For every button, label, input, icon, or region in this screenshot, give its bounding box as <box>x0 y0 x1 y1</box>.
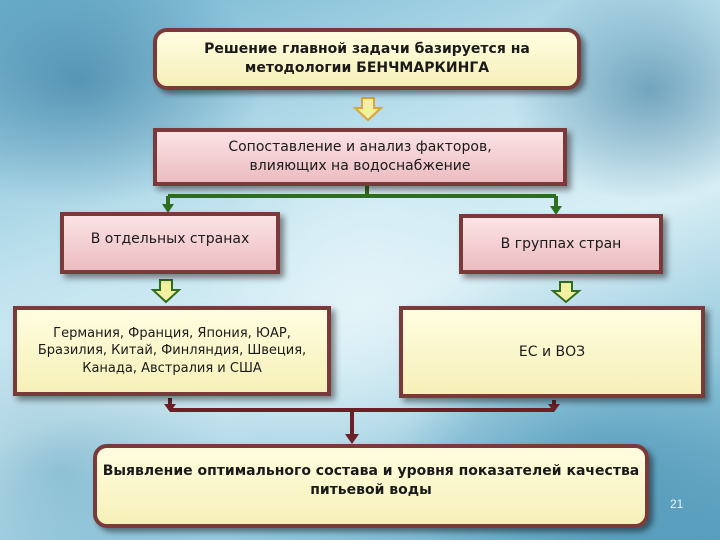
countries-list-text: Германия, Франция, Япония, ЮАР, Бразилия… <box>37 325 307 376</box>
split-arrowhead-left <box>162 204 174 213</box>
individual-countries-text: В отдельных странах <box>90 231 250 247</box>
merge-connector <box>168 398 556 436</box>
merge-arrowhead-left <box>164 404 176 412</box>
comparison-analysis-box: Сопоставление и анализ факторов, влияющи… <box>153 128 567 186</box>
individual-countries-box: В отдельных странах <box>60 212 280 274</box>
split-arrowhead-right <box>550 206 562 215</box>
down-arrow-left <box>150 279 182 304</box>
result-box: Выявление оптимального состава и уровня … <box>93 444 649 528</box>
countries-list-box: Германия, Франция, Япония, ЮАР, Бразилия… <box>13 306 331 396</box>
main-task-text: Решение главной задачи базируется на мет… <box>204 41 530 76</box>
organizations-text: ЕС и ВОЗ <box>518 343 586 360</box>
organizations-box: ЕС и ВОЗ <box>399 306 705 398</box>
merge-arrowhead-right <box>548 404 560 412</box>
result-text: Выявление оптимального состава и уровня … <box>102 463 640 498</box>
country-groups-box: В группах стран <box>459 214 663 274</box>
down-arrow-top <box>352 97 384 122</box>
main-task-box: Решение главной задачи базируется на мет… <box>153 28 581 90</box>
page-number: 21 <box>670 497 684 511</box>
country-groups-text: В группах стран <box>500 235 622 252</box>
comparison-analysis-text: Сопоставление и анализ факторов, влияющи… <box>228 139 492 174</box>
merge-arrowhead-bottom <box>345 434 359 444</box>
split-connector <box>166 186 558 208</box>
down-arrow-right <box>550 281 582 304</box>
